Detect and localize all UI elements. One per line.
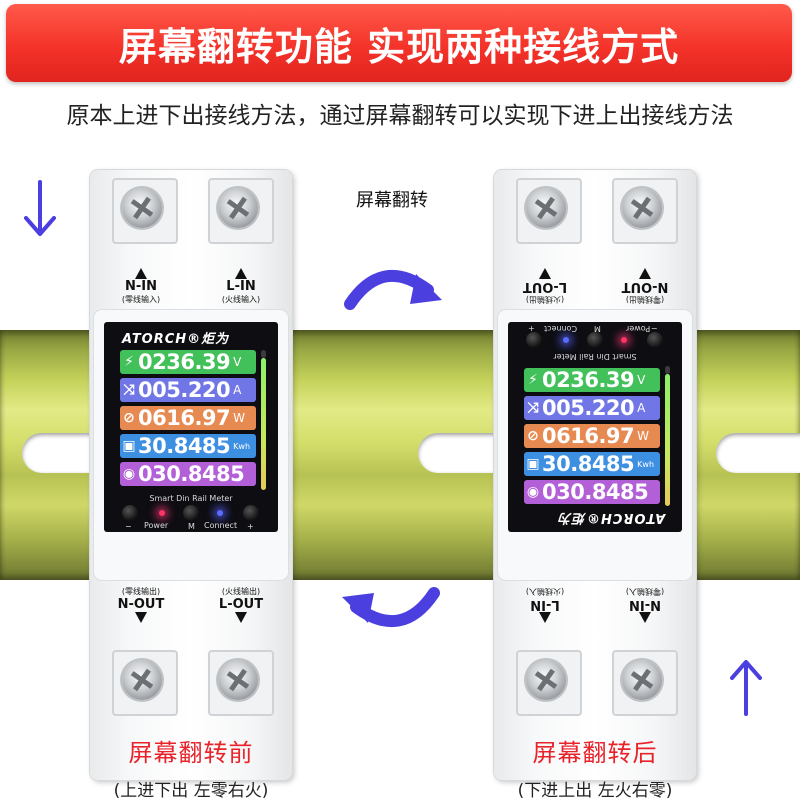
- brand-logo: ATORCH®炬为: [558, 510, 666, 525]
- triangle-down-icon: [639, 268, 651, 279]
- triangle-up-icon: [539, 612, 551, 623]
- model-text: Smart Din Rail Meter: [149, 494, 233, 503]
- title-banner: 屏幕翻转功能 实现两种接线方式: [6, 4, 792, 82]
- label-bottom-left: (零线输出) N-OUT: [106, 586, 176, 623]
- banner-title: 屏幕翻转功能 实现两种接线方式: [118, 24, 680, 69]
- shuffle-icon: ⤨: [527, 400, 539, 416]
- coin-icon: ◉: [122, 466, 136, 482]
- display-screen: − Power M Connect + Smart Din Rail Meter…: [508, 322, 682, 532]
- minus-button[interactable]: [647, 332, 663, 348]
- subtitle: 原本上进下出接线方法，通过屏幕翻转可以实现下进上出接线方法: [66, 103, 734, 129]
- label-bottom-left: L-IN (火线输入): [510, 586, 580, 623]
- triangle-up-icon: [235, 268, 247, 279]
- lightning-icon: ⚡: [528, 372, 538, 388]
- level-bar: [261, 358, 266, 490]
- meter-after-flip: (火线输出) L-OUT (零线输出) N-OUT − Power M Conn…: [494, 170, 696, 780]
- terminal-screw-icon: [526, 660, 566, 700]
- label-top-right: (零线输出) N-OUT: [610, 268, 680, 305]
- flip-label: 屏幕翻转: [356, 190, 428, 211]
- triangle-down-icon: [135, 612, 147, 623]
- power-icon: ⊘: [123, 410, 135, 426]
- level-bar: [665, 374, 670, 506]
- label-bottom-right: (火线输出) L-OUT: [206, 586, 276, 623]
- terminal-screw-icon: [622, 660, 662, 700]
- label-top-left: (火线输出) L-OUT: [510, 268, 580, 305]
- rotate-counterclockwise-icon: [342, 587, 440, 627]
- cost-row: ◉030.8485: [120, 462, 256, 486]
- terminal-screw-icon: [218, 660, 258, 700]
- caption-after: 屏幕翻转后 (下进上出 左火右零): [517, 739, 673, 801]
- meter-face: − Power M Connect + Smart Din Rail Meter…: [498, 310, 692, 580]
- lightning-icon: ⚡: [124, 354, 134, 370]
- triangle-up-icon: [639, 612, 651, 623]
- meter-before-flip: N-IN (零线输入) L-IN (火线输入) ATORCH®炬为 ⚡0236.…: [90, 170, 292, 780]
- terminal-screw-icon: [122, 188, 162, 228]
- arrow-down-icon: [24, 180, 56, 236]
- meter-icon: ▣: [526, 456, 540, 472]
- terminal-screw-icon: [122, 660, 162, 700]
- terminal-screw-icon: [218, 188, 258, 228]
- cost-row: ◉030.8485: [524, 480, 660, 504]
- label-top-right: L-IN (火线输入): [206, 268, 276, 305]
- brand-logo: ATORCH®炬为: [122, 332, 230, 347]
- power-led: [159, 510, 165, 516]
- label-top-left: N-IN (零线输入): [106, 268, 176, 305]
- caption-before: 屏幕翻转前 (上进下出 左零右火): [113, 739, 269, 801]
- coin-icon: ◉: [526, 484, 540, 500]
- rotate-clockwise-icon: [344, 270, 442, 310]
- m-button[interactable]: [183, 505, 199, 521]
- meter-icon: ▣: [122, 438, 136, 454]
- shuffle-icon: ⤨: [123, 382, 135, 398]
- terminal-screw-icon: [526, 188, 566, 228]
- power-icon: ⊘: [527, 428, 539, 444]
- arrow-up-icon: [730, 660, 762, 716]
- plus-button[interactable]: [526, 332, 542, 348]
- triangle-down-icon: [539, 268, 551, 279]
- model-text: Smart Din Rail Meter: [553, 352, 637, 361]
- triangle-up-icon: [135, 268, 147, 279]
- minus-button[interactable]: [122, 505, 138, 521]
- label-bottom-right: N-IN (零线输入): [610, 586, 680, 623]
- connect-led: [217, 510, 223, 516]
- m-button[interactable]: [587, 332, 603, 348]
- terminal-screw-icon: [622, 188, 662, 228]
- connect-led: [563, 337, 569, 343]
- plus-button[interactable]: [243, 505, 259, 521]
- power-led: [621, 337, 627, 343]
- triangle-down-icon: [235, 612, 247, 623]
